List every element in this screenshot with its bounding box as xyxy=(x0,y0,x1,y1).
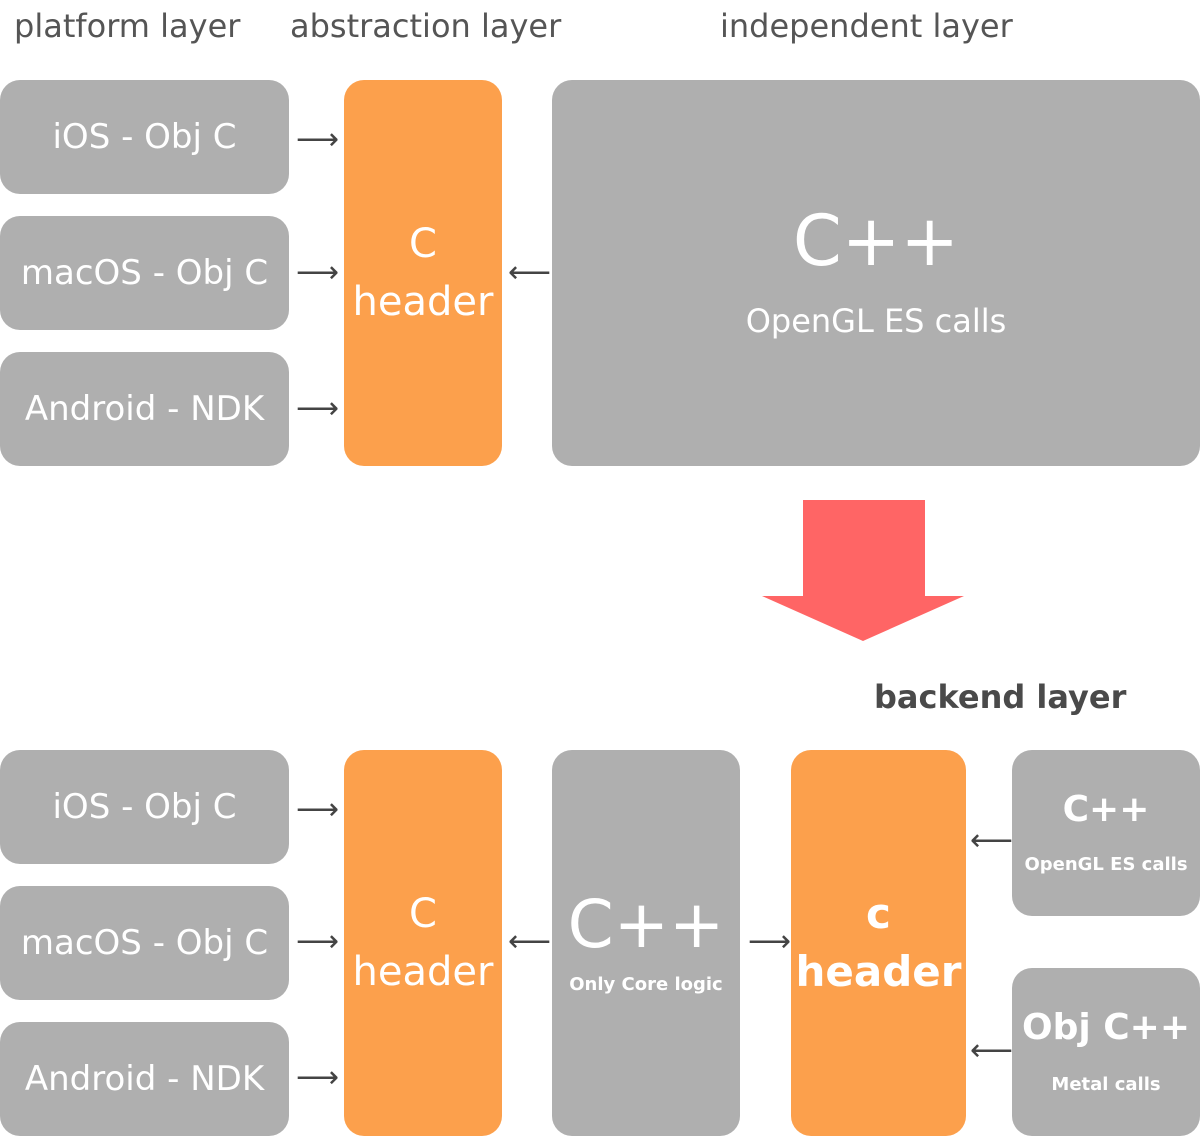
arrow-right-icon: ⟶ xyxy=(296,122,340,157)
arrow-left-icon: ⟵ xyxy=(508,255,552,290)
backend-metal-title: Obj C++ xyxy=(1022,1006,1190,1048)
platform-label: Android - NDK xyxy=(24,1059,265,1099)
backend-opengl-title: C++ xyxy=(1062,788,1150,830)
backend-metal-subtitle: Metal calls xyxy=(1051,1073,1161,1095)
platform-label: macOS - Obj C xyxy=(20,923,269,963)
c-header-line2: header xyxy=(352,949,494,995)
arrow-right-icon: ⟶ xyxy=(296,792,340,827)
c-header-line1: C xyxy=(409,221,437,267)
down-arrow-icon xyxy=(762,500,964,641)
bottom-c-header: C header xyxy=(344,750,502,1136)
cpp-subtitle: OpenGL ES calls xyxy=(745,302,1007,340)
top-platform-macos: macOS - Obj C xyxy=(0,216,289,330)
platform-label: Android - NDK xyxy=(24,389,265,429)
header-independent-layer: independent layer xyxy=(720,7,1013,45)
c-header-line1: C xyxy=(409,891,437,937)
platform-label: iOS - Obj C xyxy=(52,787,237,827)
arrow-right-icon: ⟶ xyxy=(296,1060,340,1095)
bottom-platform-macos: macOS - Obj C xyxy=(0,886,289,1000)
arrow-left-icon: ⟵ xyxy=(508,924,552,959)
top-c-header: C header xyxy=(344,80,502,466)
backend-opengl-subtitle: OpenGL ES calls xyxy=(1024,853,1188,875)
backend-metal: Obj C++ Metal calls xyxy=(1012,968,1200,1136)
backend-header-line2: header xyxy=(795,947,962,996)
top-platform-android: Android - NDK xyxy=(0,352,289,466)
header-platform-layer: platform layer xyxy=(14,7,241,45)
backend-opengl: C++ OpenGL ES calls xyxy=(1012,750,1200,916)
top-cpp-independent: C++ OpenGL ES calls xyxy=(552,80,1200,466)
cpp-core-subtitle: Only Core logic xyxy=(569,973,723,995)
platform-label: iOS - Obj C xyxy=(52,117,237,157)
platform-label: macOS - Obj C xyxy=(20,253,269,293)
backend-header-line1: c xyxy=(866,889,891,938)
bottom-platform-android: Android - NDK xyxy=(0,1022,289,1136)
header-abstraction-layer: abstraction layer xyxy=(290,7,562,45)
arrow-left-icon: ⟵ xyxy=(970,1033,1014,1068)
bottom-cpp-core: C++ Only Core logic xyxy=(552,750,740,1136)
arrow-right-icon: ⟶ xyxy=(748,924,792,959)
c-header-line2: header xyxy=(352,279,494,325)
cpp-core-title: C++ xyxy=(567,885,725,963)
arrow-right-icon: ⟶ xyxy=(296,391,340,426)
arrow-right-icon: ⟶ xyxy=(296,255,340,290)
top-platform-ios: iOS - Obj C xyxy=(0,80,289,194)
header-backend-layer: backend layer xyxy=(874,678,1127,716)
cpp-title: C++ xyxy=(792,200,960,282)
arrow-left-icon: ⟵ xyxy=(970,823,1014,858)
down-arrow-shape xyxy=(762,500,964,641)
backend-c-header: c header xyxy=(791,750,966,1136)
arrow-right-icon: ⟶ xyxy=(296,924,340,959)
bottom-platform-ios: iOS - Obj C xyxy=(0,750,289,864)
